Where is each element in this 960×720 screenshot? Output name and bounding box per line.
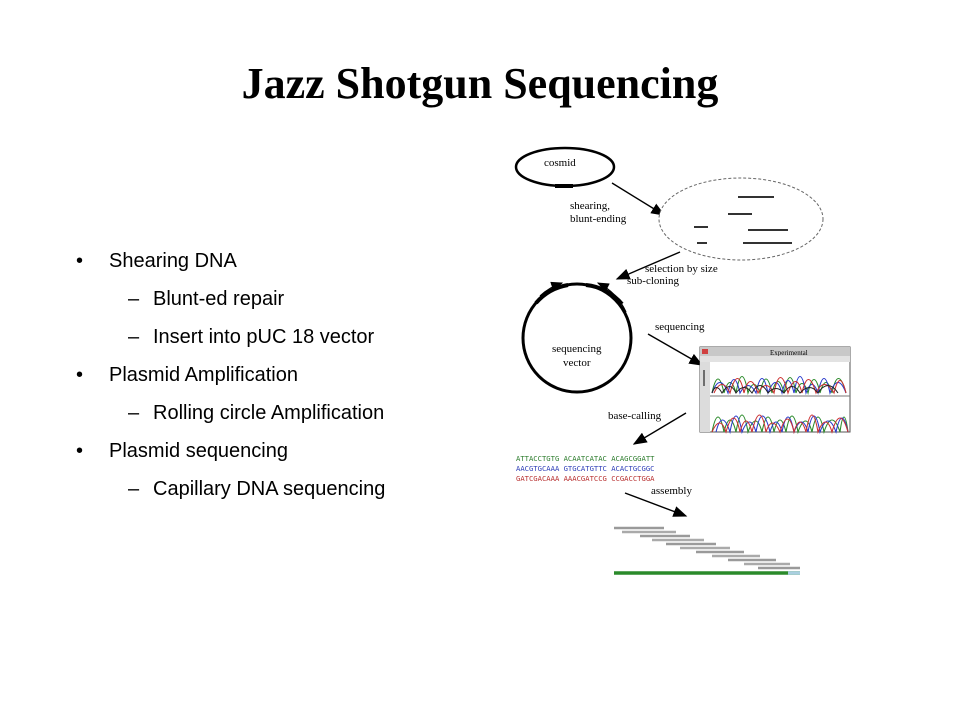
bullet-list: • Shearing DNA – Blunt-ed repair – Inser… bbox=[76, 248, 496, 514]
subcloning-label: sub-cloning bbox=[627, 275, 679, 287]
cosmid-shape bbox=[514, 146, 616, 188]
shearing-label: shearing, bbox=[570, 200, 610, 212]
chromatogram-window: Experimental bbox=[699, 346, 851, 435]
sub-bullet-item: – Rolling circle Amplification bbox=[76, 400, 496, 438]
sequence-line-3: GATCGACAAA AAACGATCCG CCGACCTGGA bbox=[516, 474, 655, 483]
sub-bullet-item: – Blunt-ed repair bbox=[76, 286, 496, 324]
sub-bullet-item: – Insert into pUC 18 vector bbox=[76, 324, 496, 362]
bullet-dash: – bbox=[128, 478, 140, 500]
vector-label-1: sequencing bbox=[552, 343, 602, 355]
bullet-item: • Shearing DNA bbox=[76, 248, 496, 286]
bullet-dot: • bbox=[76, 440, 84, 462]
sub-bullet-item: – Capillary DNA sequencing bbox=[76, 476, 496, 514]
slide-title: Jazz Shotgun Sequencing bbox=[241, 59, 719, 108]
sequencing-label: sequencing bbox=[655, 321, 705, 333]
bullet-text: Capillary DNA sequencing bbox=[153, 478, 386, 500]
assembly-label: assembly bbox=[651, 485, 692, 497]
bullet-dot: • bbox=[76, 364, 84, 386]
vector-label-2: vector bbox=[563, 357, 591, 369]
sequencing-arrow bbox=[647, 333, 704, 366]
bullet-dash: – bbox=[128, 326, 140, 348]
bullet-item: • Plasmid Amplification bbox=[76, 362, 496, 400]
bullet-text: Insert into pUC 18 vector bbox=[153, 326, 375, 348]
base-calling-arrow bbox=[632, 412, 687, 445]
bullet-dot: • bbox=[76, 250, 84, 272]
cosmid-label: cosmid bbox=[544, 157, 576, 169]
sequence-line-2: AACGTGCAAA GTGCATGTTC ACACTGCGGC bbox=[516, 464, 654, 473]
bullet-text: Rolling circle Amplification bbox=[153, 402, 385, 424]
sequence-line-1: ATTACCTGTG ACAATCATAC ACAGCGGATT bbox=[516, 454, 655, 463]
bullet-item: • Plasmid sequencing bbox=[76, 438, 496, 476]
shearing-arrow bbox=[611, 182, 666, 216]
bullet-text: Plasmid Amplification bbox=[109, 364, 298, 386]
selection-arrow bbox=[615, 251, 681, 280]
bullet-text: Blunt-ed repair bbox=[153, 288, 285, 310]
assembly-arrow bbox=[624, 492, 688, 517]
window-title: Experimental bbox=[770, 349, 808, 357]
bullet-dash: – bbox=[128, 288, 140, 310]
dna-fragments bbox=[658, 177, 824, 261]
base-calling-label: base-calling bbox=[608, 410, 662, 422]
assembled-reads bbox=[614, 526, 800, 575]
bullet-text: Plasmid sequencing bbox=[109, 440, 288, 462]
bullet-text: Shearing DNA bbox=[109, 250, 237, 272]
sequencing-vector bbox=[521, 281, 633, 394]
selection-label: selection by size bbox=[645, 263, 718, 275]
blunt-ending-label: blunt-ending bbox=[570, 213, 627, 225]
bullet-dash: – bbox=[128, 402, 140, 424]
